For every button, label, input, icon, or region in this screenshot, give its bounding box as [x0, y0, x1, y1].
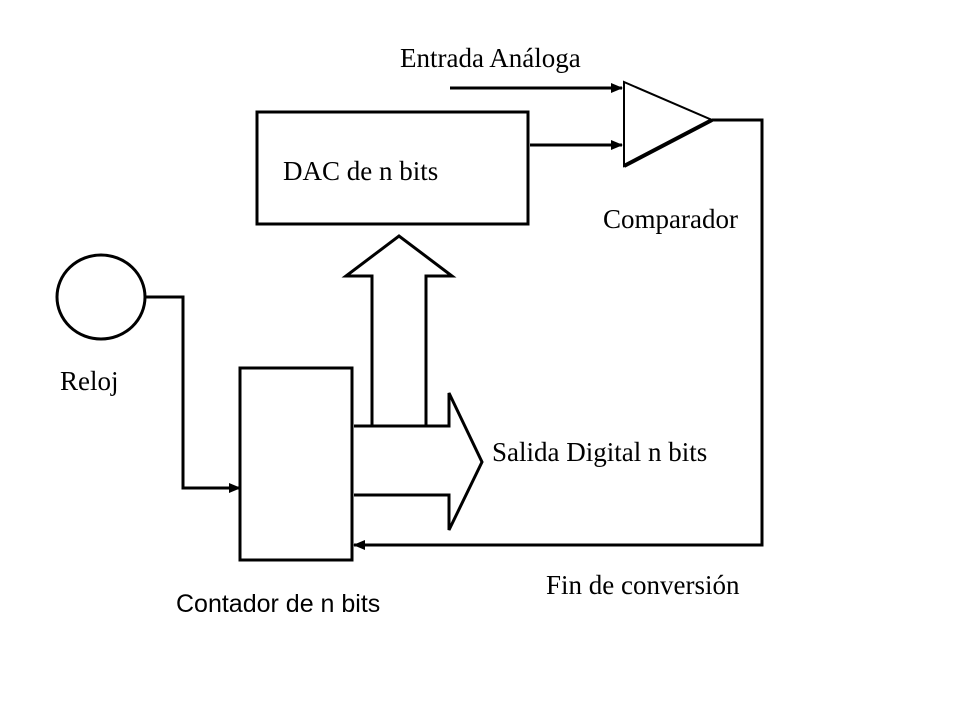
comparator-output-line: [366, 118, 764, 547]
dac-label: DAC de n bits: [283, 156, 438, 186]
comparator-label: Comparador: [603, 204, 738, 234]
clock-to-counter-line: [145, 295, 228, 490]
counter-to-dac-bus-arrow: [341, 234, 457, 426]
digital-output-label: Salida Digital n bits: [492, 437, 707, 467]
dac-block: [255, 110, 530, 226]
digital-output-bus-arrow: [354, 392, 484, 531]
counter-block: [238, 366, 354, 562]
end-of-conversion-label: Fin de conversión: [546, 570, 740, 600]
comparator-output-edge: [623, 118, 713, 168]
comparator-symbol: [623, 80, 715, 168]
counter-label: Contador de n bits: [176, 590, 380, 618]
clock-label: Reloj: [60, 366, 119, 396]
analog-input-label: Entrada Análoga: [400, 43, 581, 73]
clock-symbol: [55, 253, 147, 341]
